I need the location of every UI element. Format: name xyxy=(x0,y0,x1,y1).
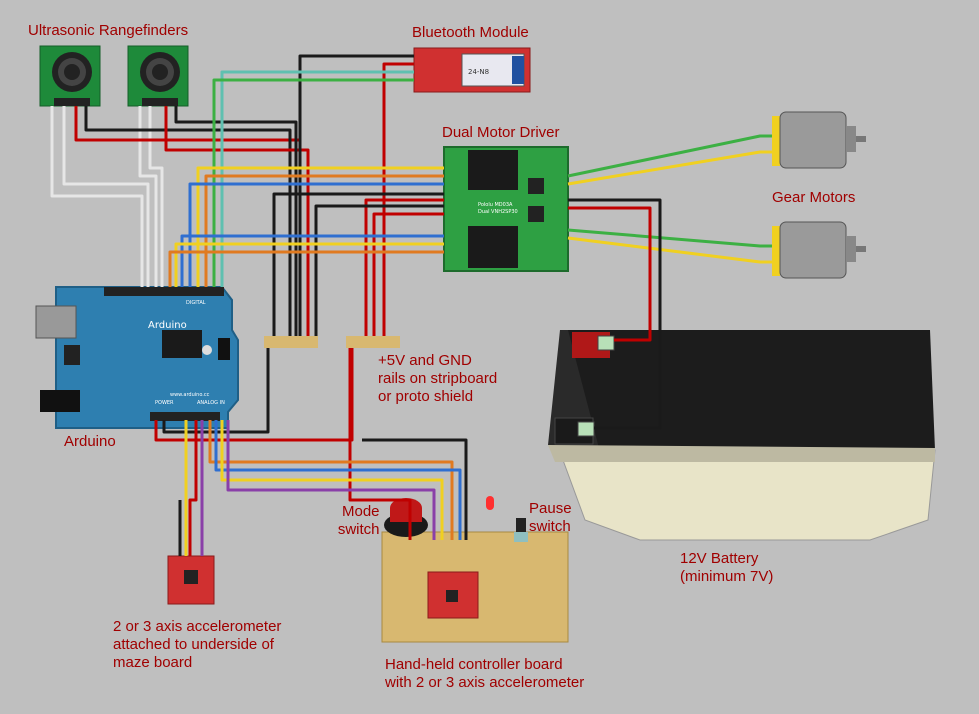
label-rails-line1: +5V and GND xyxy=(378,352,472,369)
wire-yellow-12 xyxy=(196,166,444,287)
label-mode-switch: Mode switch xyxy=(336,503,380,539)
label-accel-line1: 2 or 3 axis accelerometer xyxy=(113,618,282,635)
bluetooth-chip-text: 24-N8 xyxy=(468,68,489,76)
wire-black-15 xyxy=(272,192,444,336)
wire-red-16 xyxy=(364,198,444,336)
vcc-rail-strip xyxy=(346,336,400,348)
label-bluetooth: Bluetooth Module xyxy=(412,24,529,41)
wire-black-27 xyxy=(568,198,662,430)
wire-black-5 xyxy=(84,106,292,336)
wire-orange-36 xyxy=(208,420,454,540)
wire-black-7 xyxy=(174,106,298,336)
gnd-rail-strip xyxy=(264,336,318,348)
wire-orange-21 xyxy=(168,250,444,287)
label-pause-line2: switch xyxy=(529,518,571,535)
wire-orange-13 xyxy=(204,174,444,287)
wire-yellow-20 xyxy=(174,242,444,287)
arduino-digital-label: DIGITAL xyxy=(186,300,206,306)
wire-teal-10 xyxy=(220,70,414,287)
controller-stripboard xyxy=(381,531,569,643)
arduino-url: www.arduino.cc xyxy=(170,392,210,398)
wire-green-11 xyxy=(212,78,414,287)
wire-yellow-25 xyxy=(567,236,772,264)
status-led xyxy=(486,496,494,510)
label-accel-line3: maze board xyxy=(113,654,193,671)
maze-accelerometer xyxy=(167,555,215,605)
gear-motor-1 xyxy=(772,111,866,169)
motor-driver-board: Pololu MD03A Dual VNH2SP30 xyxy=(443,146,569,272)
ultrasonic-sensor-1 xyxy=(39,45,101,107)
label-gear-motors: Gear Motors xyxy=(772,189,856,206)
wire-yellow-23 xyxy=(567,150,772,186)
label-battery-line1: 12V Battery xyxy=(680,550,759,567)
label-mode-line1: Mode xyxy=(342,503,380,520)
arduino-logo: Arduino xyxy=(148,320,187,331)
label-motor-driver: Dual Motor Driver xyxy=(442,124,560,141)
wire-black-17 xyxy=(314,204,444,336)
wire-grey-3 xyxy=(148,106,164,287)
wire-yellow-38 xyxy=(220,420,444,540)
wire-red-32 xyxy=(188,420,198,556)
label-battery-line2: (minimum 7V) xyxy=(680,568,774,585)
label-battery: 12V Battery (minimum 7V) xyxy=(680,550,773,586)
label-controller-line1: Hand-held controller board xyxy=(385,656,563,673)
label-rangefinders: Ultrasonic Rangefinders xyxy=(28,22,189,39)
wire-red-26 xyxy=(568,206,652,342)
label-pause-switch: Pause switch xyxy=(529,500,572,536)
gear-motor-2 xyxy=(772,221,866,279)
arduino-board: Arduino www.arduino.cc DIGITAL ANALOG IN… xyxy=(35,286,239,429)
label-mode-line2: switch xyxy=(337,521,380,538)
arduino-analog-label: ANALOG IN xyxy=(197,400,225,406)
label-rails-line3: or proto shield xyxy=(378,388,474,405)
label-pause-line1: Pause xyxy=(529,500,572,517)
mode-switch-button xyxy=(384,498,428,537)
label-rails: +5V and GND rails on stripboard or proto… xyxy=(378,352,497,406)
label-rails-line2: rails on stripboard xyxy=(378,370,498,387)
wire-red-18 xyxy=(372,212,444,336)
wire-grey-1 xyxy=(62,106,150,287)
wire-red-34 xyxy=(348,348,412,540)
wire-blue-19 xyxy=(180,234,444,287)
battery xyxy=(548,330,936,541)
label-accelerometer: 2 or 3 axis accelerometer attached to un… xyxy=(113,618,281,672)
wire-grey-0 xyxy=(50,106,144,287)
label-controller: Hand-held controller board with 2 or 3 a… xyxy=(385,656,584,692)
label-arduino: Arduino xyxy=(64,433,116,450)
wire-green-22 xyxy=(567,134,772,178)
wire-red-28 xyxy=(154,348,354,442)
wire-blue-37 xyxy=(214,420,462,540)
arduino-power-label: POWER xyxy=(155,400,174,406)
motor-driver-chip: Dual VNH2SP30 xyxy=(478,209,518,215)
label-controller-line2: with 2 or 3 axis accelerometer xyxy=(385,674,585,691)
motor-driver-name: Pololu MD03A xyxy=(478,202,513,208)
wire-purple-39 xyxy=(226,420,436,540)
label-accel-line2: attached to underside of xyxy=(113,636,274,653)
bluetooth-module: 24-N8 xyxy=(413,47,531,93)
wire-green-24 xyxy=(567,228,772,248)
ultrasonic-sensor-2 xyxy=(127,45,189,107)
wires xyxy=(50,54,772,556)
pause-switch xyxy=(514,518,528,542)
wire-black-35 xyxy=(362,438,468,540)
